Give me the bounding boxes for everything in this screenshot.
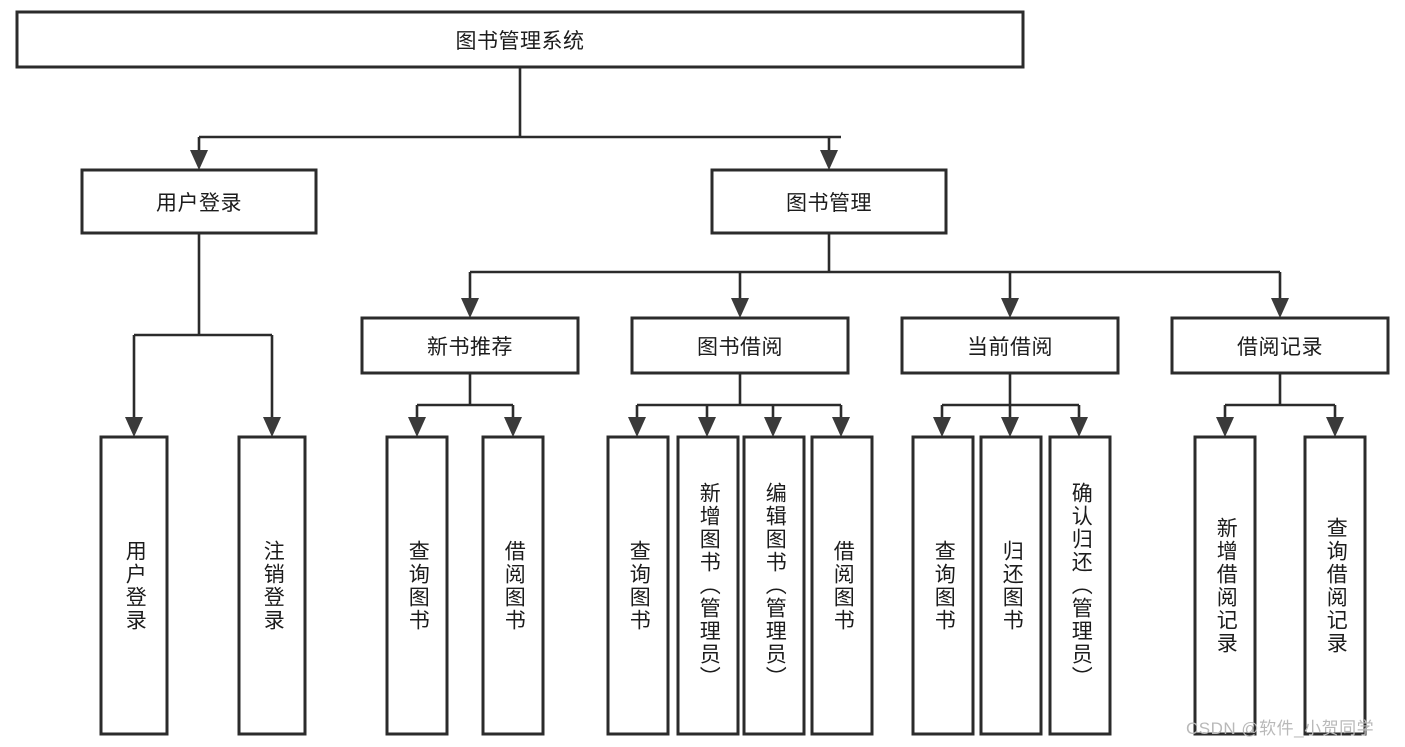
- arrow-head-icon: [832, 417, 850, 437]
- arrow-head-icon: [933, 417, 951, 437]
- node-box-leaf-add-book[interactable]: [676, 435, 740, 736]
- node-box-root[interactable]: [15, 10, 1025, 69]
- node-box-leaf-confirm-return[interactable]: [1048, 435, 1112, 736]
- node-box-book-borrow[interactable]: [630, 316, 850, 375]
- node-box-leaf-query-book-1[interactable]: [385, 435, 449, 736]
- arrow-head-icon: [764, 417, 782, 437]
- connector-currentborrow-to-leaves: [933, 373, 1088, 437]
- arrow-head-icon: [461, 298, 479, 318]
- connector-bookmanage-to-level2: [461, 233, 1289, 318]
- arrow-head-icon: [1070, 417, 1088, 437]
- node-box-leaf-query-book-3[interactable]: [911, 435, 975, 736]
- arrow-head-icon: [628, 417, 646, 437]
- node-box-user-login[interactable]: [80, 168, 318, 235]
- arrow-head-icon: [1001, 417, 1019, 437]
- arrow-head-icon: [408, 417, 426, 437]
- connector-root-to-level1: [190, 67, 841, 170]
- node-box-leaf-query-record[interactable]: [1303, 435, 1367, 736]
- node-box-leaf-borrow-book-1[interactable]: [481, 435, 545, 736]
- node-box-leaf-edit-book[interactable]: [742, 435, 806, 736]
- arrow-head-icon: [263, 417, 281, 437]
- node-box-leaf-borrow-book-2[interactable]: [810, 435, 874, 736]
- arrow-head-icon: [731, 298, 749, 318]
- connector-bookborrow-to-leaves: [628, 373, 850, 437]
- arrow-head-icon: [1271, 298, 1289, 318]
- arrow-head-icon: [1326, 417, 1344, 437]
- node-box-leaf-user-login[interactable]: [99, 435, 169, 736]
- node-box-borrow-record[interactable]: [1170, 316, 1390, 375]
- arrow-head-icon: [820, 150, 838, 170]
- connector-newbook-to-leaves: [408, 373, 522, 437]
- node-box-leaf-user-logout[interactable]: [237, 435, 307, 736]
- arrow-head-icon: [1001, 298, 1019, 318]
- arrow-head-icon: [190, 150, 208, 170]
- arrow-head-icon: [1216, 417, 1234, 437]
- node-box-new-book-recommend[interactable]: [360, 316, 580, 375]
- arrow-head-icon: [504, 417, 522, 437]
- arrow-head-icon: [698, 417, 716, 437]
- node-box-book-manage[interactable]: [710, 168, 948, 235]
- connector-borrowrecord-to-leaves: [1216, 373, 1344, 437]
- node-box-leaf-return-book[interactable]: [979, 435, 1043, 736]
- node-box-leaf-query-book-2[interactable]: [606, 435, 670, 736]
- connector-userlogin-to-leaves: [125, 233, 281, 437]
- node-box-leaf-add-record[interactable]: [1193, 435, 1257, 736]
- node-box-current-borrow[interactable]: [900, 316, 1120, 375]
- arrow-head-icon: [125, 417, 143, 437]
